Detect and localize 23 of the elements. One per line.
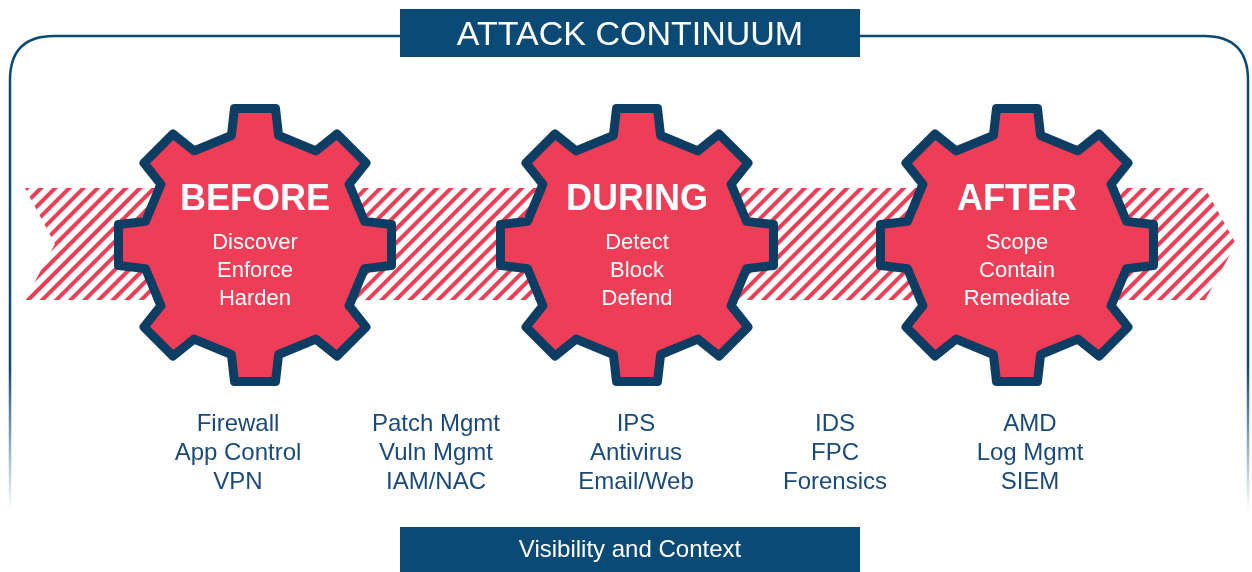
tool-label: Firewall [195, 408, 281, 437]
gear-text: Discover Enforce Harden [212, 228, 298, 312]
tool-label: IPS [615, 408, 657, 437]
tool-label: Patch Mgmt [370, 408, 501, 437]
tool-label: Forensics [782, 466, 888, 495]
tool-label: Email/Web [577, 466, 695, 495]
gear-heading: DURING [565, 178, 709, 218]
tool-label: IDS [814, 408, 856, 437]
tool-label: App Control [173, 437, 303, 466]
tool-label: Log Mgmt [975, 437, 1085, 466]
tool-label: AMD [1002, 408, 1058, 437]
tool-label: Antivirus [589, 437, 683, 466]
title-banner: ATTACK CONTINUUM [400, 9, 860, 57]
gear-text: Detect Block Defend [601, 228, 673, 312]
tool-label: SIEM [999, 466, 1061, 495]
tool-label: FPC [810, 437, 860, 466]
tool-label: IAM/NAC [385, 466, 487, 495]
caption-banner: Visibility and Context [400, 527, 860, 572]
gear-heading: AFTER [956, 178, 1078, 218]
gear-heading: BEFORE [179, 178, 331, 218]
tool-label: Vuln Mgmt [378, 437, 494, 466]
tool-label: VPN [212, 466, 264, 495]
gear-text: Scope Contain Remediate [963, 228, 1071, 312]
